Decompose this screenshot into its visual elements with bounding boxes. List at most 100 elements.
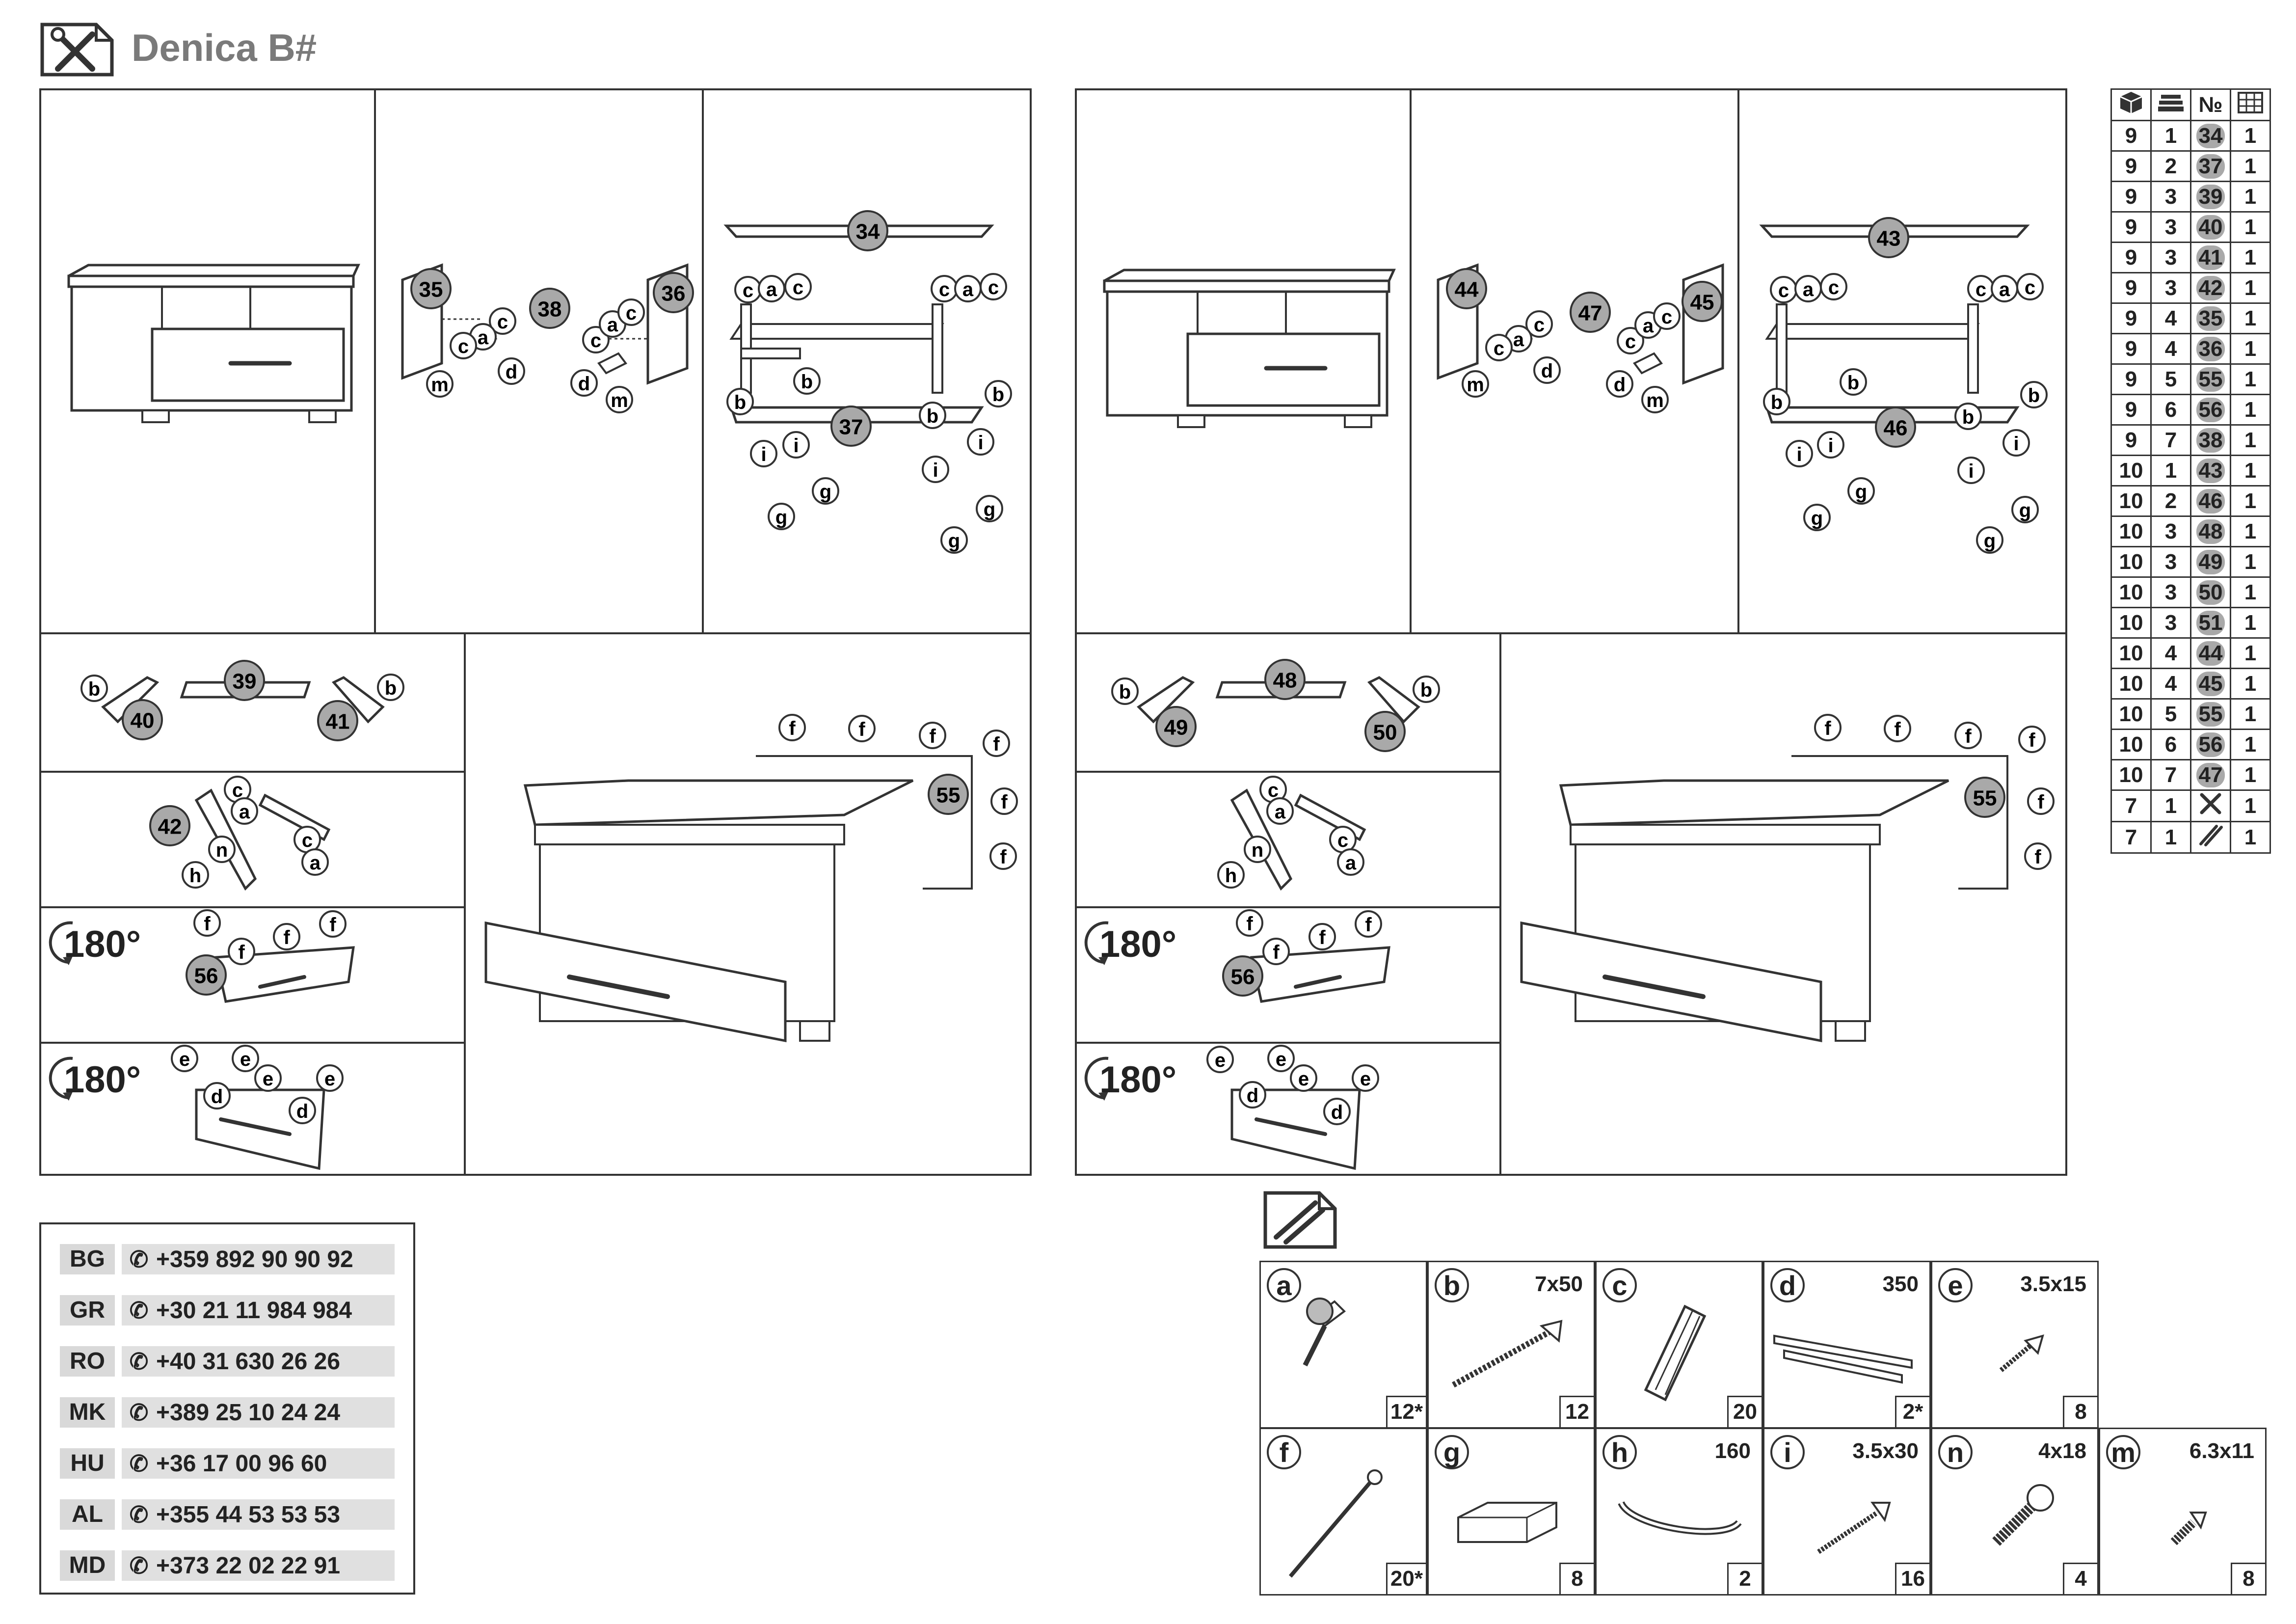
- parts-cell-box: 7: [2110, 789, 2152, 822]
- tools-header-icon: [40, 23, 114, 77]
- parts-cell-part-number: 36: [2190, 333, 2231, 365]
- svg-text:a: a: [310, 852, 321, 874]
- svg-text:c: c: [590, 330, 601, 352]
- parts-cell-qty: 1: [2230, 242, 2271, 273]
- svg-text:a: a: [1643, 315, 1654, 337]
- parts-cell-layer: 5: [2150, 698, 2191, 730]
- part-number-badge: 55: [2196, 702, 2225, 727]
- hardware-dimension: 4x18: [2038, 1439, 2086, 1463]
- svg-text:n: n: [216, 839, 228, 861]
- phone-icon: ✆: [129, 1246, 149, 1272]
- rotate-arrow-icon: [1084, 921, 1109, 965]
- part-number-badge: 46: [2196, 488, 2225, 514]
- hardware-letter: g: [1435, 1435, 1469, 1469]
- svg-text:m: m: [1646, 390, 1664, 411]
- svg-text:43: 43: [1877, 227, 1901, 251]
- svg-text:f: f: [2034, 846, 2041, 868]
- parts-cell-part-number: 51: [2190, 607, 2231, 639]
- svg-text:i: i: [1796, 444, 1802, 465]
- part-number-badge: 50: [2196, 580, 2225, 605]
- svg-text:f: f: [1001, 791, 1008, 813]
- hardware-quantity: 2: [1727, 1563, 1762, 1594]
- parts-cell-part-number: 46: [2190, 485, 2231, 517]
- phone-number-field: ✆+40 31 630 26 26: [122, 1346, 395, 1377]
- sticks-icon: [2190, 821, 2231, 854]
- rotate-arrow-icon: [1084, 1056, 1109, 1101]
- svg-text:f: f: [238, 942, 245, 963]
- phone-number: +373 22 02 22 91: [156, 1553, 341, 1579]
- part-number-badge: 40: [2196, 215, 2225, 240]
- country-code: AL: [60, 1499, 115, 1530]
- parts-cell-part-number: 47: [2190, 759, 2231, 791]
- parts-cell-qty: 1: [2230, 729, 2271, 760]
- svg-text:b: b: [1962, 406, 1974, 428]
- part-number-badge: 37: [2196, 154, 2225, 179]
- part-callout-55: 55: [928, 774, 969, 815]
- part-number-badge: 35: [2196, 306, 2225, 331]
- svg-text:55: 55: [936, 784, 961, 808]
- part-number-badge: 41: [2196, 245, 2225, 270]
- parts-cell-layer: 5: [2150, 363, 2191, 395]
- parts-cell-part-number: 48: [2190, 515, 2231, 547]
- hardware-letter: b: [1435, 1268, 1469, 1302]
- part-callout-37: 37: [830, 406, 872, 447]
- phone-icon: ✆: [129, 1298, 149, 1323]
- parts-cell-box: 9: [2110, 394, 2152, 426]
- svg-text:g: g: [1811, 508, 1823, 529]
- svg-text:c: c: [1661, 306, 1672, 328]
- parts-cell-qty: 1: [2230, 668, 2271, 700]
- parts-cell-layer: 2: [2150, 150, 2191, 182]
- rotation-180-label: 180°: [1099, 1059, 1177, 1101]
- phone-icon: ✆: [129, 1349, 149, 1374]
- part-callout-40: 40: [122, 699, 163, 740]
- parts-cell-part-number: 35: [2190, 302, 2231, 334]
- svg-text:a: a: [478, 327, 489, 349]
- parts-cell-layer: 3: [2150, 607, 2191, 639]
- svg-text:d: d: [1541, 360, 1553, 382]
- rotation-180-label: 180°: [1099, 923, 1177, 965]
- parts-cell-qty: 1: [2230, 576, 2271, 608]
- hardware-i-drawing: [1817, 1502, 1891, 1554]
- rotation-180-label: 180°: [64, 1059, 141, 1101]
- part-number-badge: 49: [2196, 549, 2225, 574]
- part-callout-38: 38: [529, 288, 570, 329]
- svg-text:a: a: [766, 279, 777, 300]
- hardware-c-drawing: [1644, 1304, 1707, 1402]
- phone-icon: ✆: [129, 1400, 149, 1425]
- part-number-badge: 48: [2196, 519, 2225, 544]
- svg-text:f: f: [2029, 730, 2035, 751]
- svg-text:a: a: [1275, 801, 1286, 823]
- parts-cell-part-number: 41: [2190, 242, 2231, 273]
- phone-number: +30 21 11 984 984: [156, 1298, 352, 1324]
- parts-cell-layer: 1: [2150, 120, 2191, 152]
- part-number-badge: 44: [2196, 641, 2225, 666]
- svg-text:g: g: [948, 530, 960, 552]
- parts-cell-qty: 1: [2230, 302, 2271, 334]
- svg-text:c: c: [988, 277, 999, 298]
- svg-text:c: c: [458, 336, 469, 357]
- parts-cell-part-number: 44: [2190, 637, 2231, 669]
- part-number-badge: 39: [2196, 184, 2225, 209]
- svg-text:35: 35: [419, 278, 443, 302]
- part-number-badge: 56: [2196, 732, 2225, 757]
- grid-icon: [2230, 88, 2271, 121]
- hardware-quantity: 12: [1559, 1396, 1594, 1427]
- part-number-badge: 45: [2196, 671, 2225, 696]
- rotate-arrow-icon: [49, 921, 73, 965]
- hardware-quantity: 4: [2063, 1563, 2097, 1594]
- svg-text:b: b: [801, 371, 813, 393]
- parts-cell-box: 10: [2110, 485, 2152, 517]
- svg-text:g: g: [1984, 530, 1996, 552]
